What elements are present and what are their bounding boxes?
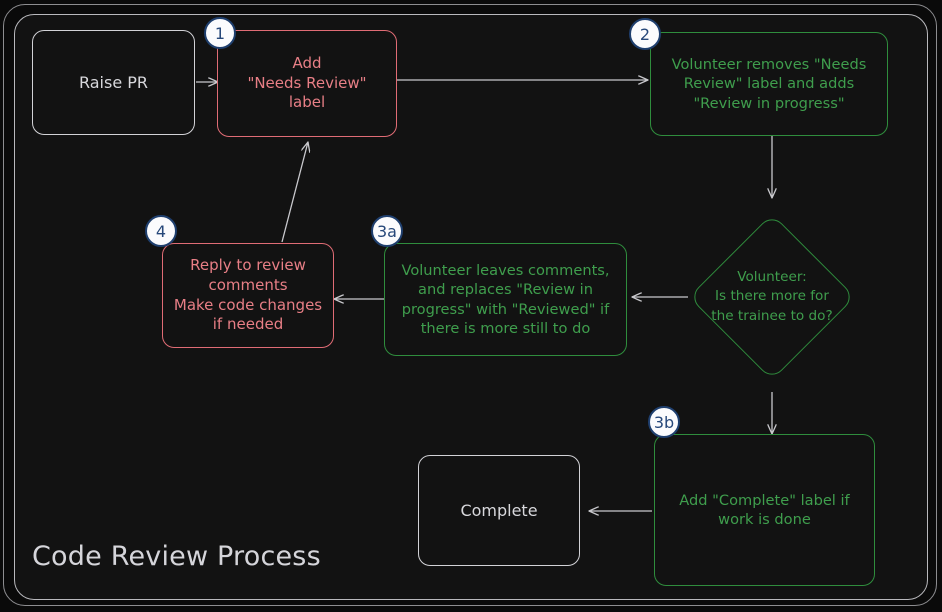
node-add-needs-review-label: Add "Needs Review" label — [247, 53, 367, 112]
badge-3b-text: 3b — [653, 412, 675, 432]
node-reply-to-review[interactable]: Reply to review comments Make code chang… — [162, 243, 334, 348]
badge-4: 4 — [145, 215, 177, 247]
node-volunteer-removes[interactable]: Volunteer removes "Needs Review" label a… — [650, 32, 888, 136]
badge-2-text: 2 — [639, 24, 651, 44]
node-volunteer-leaves-comments[interactable]: Volunteer leaves comments, and replaces … — [384, 243, 627, 356]
badge-3a-text: 3a — [377, 221, 397, 241]
node-volunteer-removes-label: Volunteer removes "Needs Review" label a… — [671, 56, 867, 112]
node-add-needs-review[interactable]: Add "Needs Review" label — [217, 30, 397, 137]
node-add-complete-label[interactable]: Add "Complete" label if work is done — [654, 434, 875, 586]
node-reply-to-review-label: Reply to review comments Make code chang… — [173, 255, 323, 334]
badge-2: 2 — [629, 18, 661, 50]
node-raise-pr[interactable]: Raise PR — [32, 30, 195, 135]
node-add-complete-label-text: Add "Complete" label if work is done — [679, 491, 850, 528]
node-volunteer-leaves-comments-label: Volunteer leaves comments, and replaces … — [401, 262, 610, 337]
badge-1-text: 1 — [214, 23, 226, 43]
badge-3b: 3b — [648, 406, 680, 438]
diagram-title: Code Review Process — [32, 541, 321, 572]
badge-4-text: 4 — [155, 221, 167, 241]
node-complete[interactable]: Complete — [418, 455, 580, 566]
node-volunteer-decision-label: Volunteer: Is there more for the trainee… — [711, 269, 833, 324]
badge-3a: 3a — [371, 215, 403, 247]
node-complete-label: Complete — [460, 500, 538, 520]
node-volunteer-decision[interactable]: Volunteer: Is there more for the trainee… — [688, 213, 856, 381]
node-raise-pr-label: Raise PR — [78, 72, 149, 92]
badge-1: 1 — [204, 17, 236, 49]
